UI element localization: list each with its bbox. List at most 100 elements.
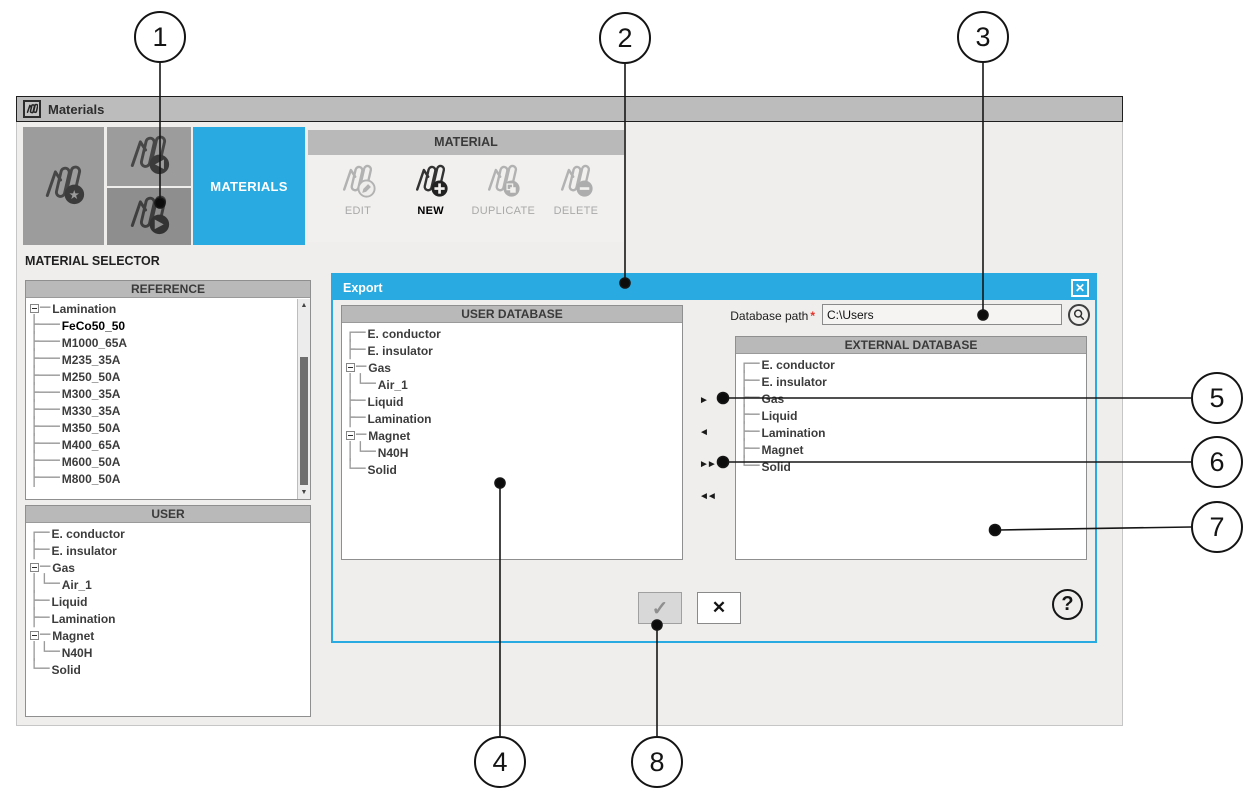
duplicate-button[interactable]: DUPLICATE — [467, 161, 539, 242]
database-path-input[interactable] — [822, 304, 1062, 325]
tree-item-solid[interactable]: └─Solid — [29, 661, 310, 678]
materials-default-button[interactable]: ★ — [23, 127, 104, 245]
move-all-left-button[interactable]: ◄◄ — [699, 490, 717, 502]
tab-materials[interactable]: MATERIALS — [193, 127, 305, 245]
tree-item-m600-50a[interactable]: ├──M600_50A — [29, 453, 310, 470]
tree-item-lamination[interactable]: ─Lamination — [29, 300, 310, 317]
tree-item-label: Gas — [52, 560, 75, 575]
tree-item-label: Solid — [51, 662, 81, 677]
tree-item-m330-35a[interactable]: ├──M330_35A — [29, 402, 310, 419]
tree-item-label: M600_50A — [61, 454, 121, 469]
window-titlebar[interactable]: Materials — [16, 96, 1123, 122]
tree-connector: ├── — [29, 315, 60, 335]
move-left-button[interactable]: ◄ — [699, 426, 709, 438]
tree-connector: ─ — [345, 427, 366, 444]
import-materials-icon — [126, 131, 172, 182]
tree-item-lamination[interactable]: ├─Lamination — [29, 610, 310, 627]
tree-item-solid[interactable]: └─Solid — [345, 461, 682, 478]
tree-item-air-1[interactable]: │└─Air_1 — [29, 576, 310, 593]
tree-item-magnet[interactable]: ─Magnet — [345, 427, 682, 444]
tree-item-e-conductor[interactable]: ┌─E. conductor — [29, 525, 310, 542]
tree-item-m350-50a[interactable]: ├──M350_50A — [29, 419, 310, 436]
tree-connector: ├─ — [345, 391, 366, 411]
tree-item-n40h[interactable]: │└─N40H — [345, 444, 682, 461]
tree-item-label: N40H — [377, 445, 409, 460]
import-materials-button[interactable] — [107, 127, 191, 186]
tree-item-e-insulator[interactable]: ├─E. insulator — [345, 342, 682, 359]
tree-item-label: E. insulator — [367, 343, 433, 358]
tree-connector: ┌─ — [345, 323, 366, 343]
move-right-button[interactable]: ► — [699, 394, 709, 406]
tree-item-gas[interactable]: ├─Gas — [739, 390, 1086, 407]
tree-expander-icon[interactable] — [346, 431, 355, 440]
callout-2: 2 — [599, 12, 651, 64]
move-all-right-button[interactable]: ►► — [699, 458, 717, 470]
ok-button[interactable]: ✓ — [638, 592, 682, 624]
tree-item-liquid[interactable]: ├─Liquid — [739, 407, 1086, 424]
callout-6: 6 — [1191, 436, 1243, 488]
tree-item-n40h[interactable]: │└─N40H — [29, 644, 310, 661]
tree-item-e-conductor[interactable]: ┌─E. conductor — [739, 356, 1086, 373]
tree-item-m400-65a[interactable]: ├──M400_65A — [29, 436, 310, 453]
tree-item-e-insulator[interactable]: ├─E. insulator — [739, 373, 1086, 390]
tree-item-label: Gas — [368, 360, 391, 375]
tree-item-m1000-65a[interactable]: ├──M1000_65A — [29, 334, 310, 351]
cancel-button[interactable]: ✕ — [697, 592, 741, 624]
new-button[interactable]: NEW — [395, 161, 467, 242]
scroll-up-icon[interactable]: ▲ — [300, 302, 308, 309]
tree-item-label: Air_1 — [377, 377, 408, 392]
browse-button[interactable] — [1068, 304, 1090, 326]
scroll-down-icon[interactable]: ▼ — [300, 489, 308, 496]
delete-button[interactable]: DELETE — [540, 161, 612, 242]
tree-expander-icon[interactable] — [346, 363, 355, 372]
reference-scrollbar[interactable]: ▲ ▼ — [297, 299, 310, 499]
tree-item-lamination[interactable]: ├─Lamination — [739, 424, 1086, 441]
tree-item-label: E. conductor — [51, 526, 125, 541]
tree-item-liquid[interactable]: ├─Liquid — [29, 593, 310, 610]
tree-connector: ├─ — [29, 540, 50, 560]
edit-button[interactable]: EDIT — [322, 161, 394, 242]
tree-item-feco50-50[interactable]: ├──FeCo50_50 — [29, 317, 310, 334]
export-dialog-titlebar[interactable]: Export ✕ — [333, 275, 1095, 300]
close-button[interactable]: ✕ — [1071, 278, 1089, 297]
window-title: Materials — [48, 101, 105, 117]
tree-item-label: Magnet — [368, 428, 411, 443]
tree-item-magnet[interactable]: ─Magnet — [29, 627, 310, 644]
tree-item-lamination[interactable]: ├─Lamination — [345, 410, 682, 427]
tree-item-e-insulator[interactable]: ├─E. insulator — [29, 542, 310, 559]
tree-item-label: Air_1 — [61, 577, 92, 592]
tree-item-liquid[interactable]: ├─Liquid — [345, 393, 682, 410]
tree-item-e-conductor[interactable]: ┌─E. conductor — [345, 325, 682, 342]
tree-item-label: Solid — [367, 462, 397, 477]
tree-item-magnet[interactable]: ├─Magnet — [739, 441, 1086, 458]
callout-4: 4 — [474, 736, 526, 788]
edit-material-icon — [339, 161, 377, 204]
external-database-tree: ┌─E. conductor├─E. insulator├─Gas├─Liqui… — [736, 354, 1086, 475]
scrollbar-thumb[interactable] — [300, 357, 308, 485]
materials-star-icon: ★ — [41, 161, 87, 212]
tree-item-gas[interactable]: ─Gas — [345, 359, 682, 376]
tree-connector: ├── — [29, 468, 60, 487]
duplicate-material-icon — [484, 161, 522, 204]
tree-item-m800-50a[interactable]: ├──M800_50A — [29, 470, 310, 487]
tree-connector: ├── — [29, 383, 60, 403]
help-button[interactable]: ? — [1052, 589, 1083, 620]
tree-item-label: Lamination — [367, 411, 432, 426]
tree-connector: ├─ — [739, 371, 760, 391]
delete-button-label: DELETE — [553, 205, 599, 217]
tree-item-label: Gas — [761, 391, 785, 406]
tree-expander-icon[interactable] — [30, 563, 39, 572]
tree-item-m300-35a[interactable]: ├──M300_35A — [29, 385, 310, 402]
tree-item-gas[interactable]: ─Gas — [29, 559, 310, 576]
tree-item-m235-35a[interactable]: ├──M235_35A — [29, 351, 310, 368]
export-dialog-body: USER DATABASE ┌─E. conductor├─E. insulat… — [333, 300, 1095, 641]
tree-item-solid[interactable]: └─Solid — [739, 458, 1086, 475]
tree-expander-icon[interactable] — [30, 631, 39, 640]
export-materials-button[interactable] — [107, 188, 191, 245]
tree-item-m250-50a[interactable]: ├──M250_50A — [29, 368, 310, 385]
tree-expander-icon[interactable] — [30, 304, 39, 313]
close-icon: ✕ — [1074, 280, 1086, 295]
tree-item-air-1[interactable]: │└─Air_1 — [345, 376, 682, 393]
tree-connector: ─ — [345, 359, 366, 376]
